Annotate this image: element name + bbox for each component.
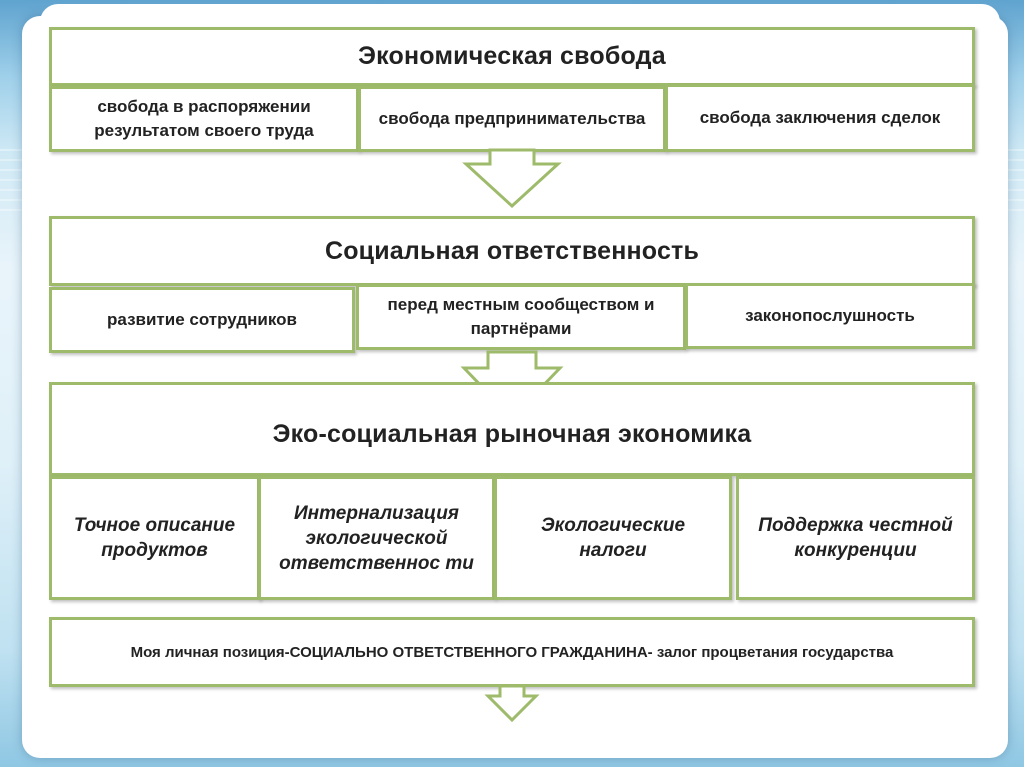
freedom-item-enterprise: свобода предпринимательства <box>358 86 666 152</box>
eco-item-fair-competition: Поддержка честной конкуренции <box>736 476 975 600</box>
statement-suffix: - залог процветания государства <box>647 643 894 661</box>
responsibility-item-community: перед местным сообществом и партнёрами <box>356 284 686 350</box>
personal-position-statement: Моя личная позиция- СОЦИАЛЬНО ОТВЕТСТВЕН… <box>49 617 975 687</box>
statement-prefix: Моя личная позиция- <box>130 643 290 661</box>
freedom-item-labor: свобода в распоряжении результатом своег… <box>49 86 359 152</box>
eco-social-market-title: Эко-социальная рыночная экономика <box>49 382 975 476</box>
responsibility-item-law: законопослушность <box>685 283 975 349</box>
down-arrow-3 <box>484 684 540 723</box>
eco-item-product-description: Точное описание продуктов <box>49 476 260 600</box>
social-responsibility-title: Социальная ответственность <box>49 216 975 286</box>
eco-item-taxes: Экологические налоги <box>494 476 732 600</box>
economic-freedom-title: Экономическая свобода <box>49 27 975 86</box>
eco-item-internalization: Интернализация экологической ответственн… <box>258 476 495 600</box>
responsibility-item-employees: развитие сотрудников <box>49 287 355 353</box>
statement-emphasis: СОЦИАЛЬНО ОТВЕТСТВЕННОГО ГРАЖДАНИНА <box>289 643 648 661</box>
down-arrow-1 <box>462 148 562 209</box>
freedom-item-deals: свобода заключения сделок <box>665 84 975 152</box>
